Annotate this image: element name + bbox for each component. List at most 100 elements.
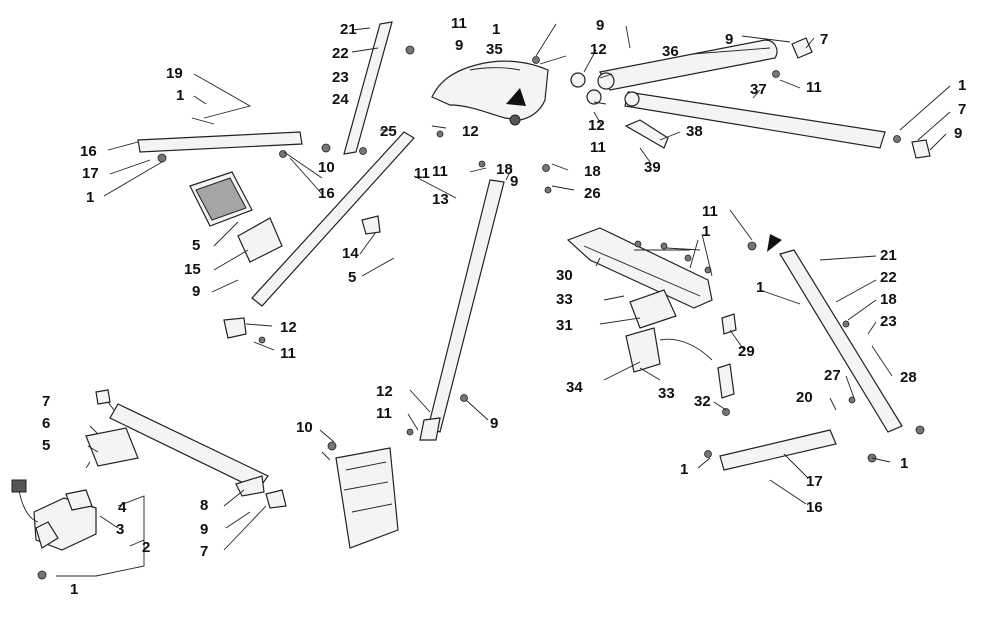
- callout-number: 9: [200, 521, 208, 538]
- wiring-harness-31: [625, 289, 735, 399]
- callout-number: 36: [662, 43, 679, 60]
- callout-number: 18: [496, 161, 513, 178]
- callout-number: 11: [376, 405, 392, 422]
- callout-number: 21: [880, 247, 897, 264]
- callout-number: 1: [900, 455, 908, 472]
- bar-22-right: [747, 241, 925, 435]
- callout-number: 33: [556, 291, 573, 308]
- callout-number: 37: [750, 81, 767, 98]
- callout-number: 9: [596, 17, 604, 34]
- tube-36: [570, 39, 778, 91]
- callout-number: 13: [432, 191, 449, 208]
- callout-number: 20: [796, 389, 813, 406]
- callout-number: 1: [958, 77, 966, 94]
- callout-number: 5: [348, 269, 356, 286]
- callout-number: 9: [725, 31, 733, 48]
- callout-number: 12: [280, 319, 297, 336]
- pointer-arrow-left: [506, 88, 526, 106]
- fuse-block-15: [189, 171, 283, 263]
- vertical-bar: [419, 179, 505, 441]
- callout-number: 24: [332, 91, 349, 108]
- callout-number: 12: [590, 41, 607, 58]
- bracket-38: [624, 119, 669, 149]
- tube-13: [223, 131, 415, 339]
- callout-number: 25: [380, 123, 397, 140]
- callout-number: 35: [486, 41, 503, 58]
- callout-number: 17: [82, 165, 99, 182]
- callout-number: 1: [86, 189, 94, 206]
- callout-number: 1: [176, 87, 184, 104]
- callout-number: 39: [644, 159, 661, 176]
- fastener-set: [258, 56, 856, 451]
- callout-number: 1: [756, 279, 764, 296]
- callout-number: 10: [318, 159, 335, 176]
- callout-number: 1: [702, 223, 710, 240]
- callout-number: 9: [192, 283, 200, 300]
- callout-number: 22: [332, 45, 349, 62]
- callout-number: 5: [192, 237, 200, 254]
- callout-number: 28: [900, 369, 917, 386]
- pointer-arrow-right: [767, 234, 782, 252]
- callout-number: 11: [590, 139, 606, 156]
- callout-number: 11: [806, 79, 822, 96]
- callout-number: 23: [332, 69, 349, 86]
- callout-number: 22: [880, 269, 897, 286]
- callout-number: 16: [80, 143, 97, 160]
- leader-lines: [56, 23, 951, 577]
- callout-number: 17: [806, 473, 823, 490]
- callout-number: 18: [584, 163, 601, 180]
- end-cap-top: [772, 37, 813, 78]
- callout-number: 11: [702, 203, 718, 220]
- callout-number: 5: [42, 437, 50, 454]
- callout-number: 9: [490, 415, 498, 432]
- callout-number: 11: [451, 15, 467, 32]
- callout-number: 18: [880, 291, 897, 308]
- callout-number: 27: [824, 367, 841, 384]
- bar-8: [109, 403, 287, 509]
- callout-number: 32: [694, 393, 711, 410]
- callout-number: 21: [340, 21, 357, 38]
- callout-number: 12: [588, 117, 605, 134]
- callout-number: 11: [432, 163, 448, 180]
- upper-mount-bracket: [431, 60, 549, 126]
- callout-number: 8: [200, 497, 208, 514]
- end-cap-right: [893, 135, 931, 159]
- callout-number: 7: [200, 543, 208, 560]
- callout-number: 9: [954, 125, 962, 142]
- callout-number: 34: [566, 379, 583, 396]
- callout-number: 16: [318, 185, 335, 202]
- callout-number: 14: [342, 245, 359, 262]
- callout-number: 15: [184, 261, 201, 278]
- callout-number: 7: [958, 101, 966, 118]
- callout-number: 29: [738, 343, 755, 360]
- bracket-17-right: [704, 429, 877, 471]
- bracket-16-upper: [137, 131, 303, 163]
- callout-number: 1: [680, 461, 688, 478]
- callout-number: 9: [510, 173, 518, 190]
- motor-assembly-2: [11, 479, 97, 580]
- callout-number: 12: [462, 123, 479, 140]
- callout-number: 30: [556, 267, 573, 284]
- callout-number: 7: [42, 393, 50, 410]
- callout-number: 2: [142, 539, 150, 556]
- callout-number: 1: [492, 21, 500, 38]
- callout-number: 16: [806, 499, 823, 516]
- callout-number: 1: [70, 581, 78, 598]
- bracket-6: [85, 389, 139, 467]
- callout-number: 19: [166, 65, 183, 82]
- callout-number: 11: [280, 345, 296, 362]
- callout-number: 38: [686, 123, 703, 140]
- engine-bracket: [335, 447, 399, 549]
- callout-number: 11: [414, 165, 430, 182]
- callout-number: 4: [118, 499, 127, 516]
- tube-37: [586, 89, 886, 149]
- callout-number: 31: [556, 317, 573, 334]
- callout-number: 12: [376, 383, 393, 400]
- callout-number: 23: [880, 313, 897, 330]
- callout-number: 6: [42, 415, 50, 432]
- callout-number: 26: [584, 185, 601, 202]
- callout-number: 10: [296, 419, 313, 436]
- bar-22-upper: [343, 21, 415, 155]
